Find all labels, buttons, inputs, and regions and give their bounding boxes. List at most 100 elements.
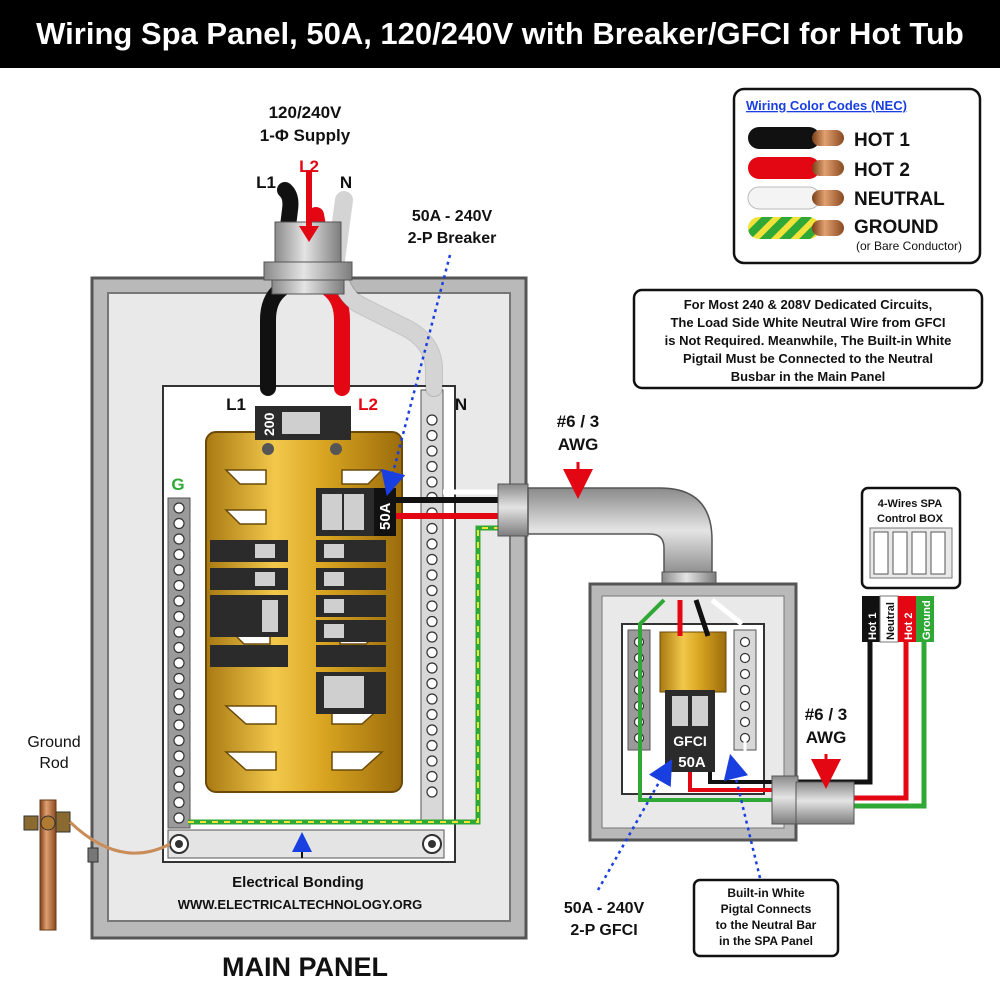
screw [173,796,185,809]
note: For Most 240 & 208V Dedicated Circuits, … [632,288,984,390]
page-title: Wiring Spa Panel, 50A, 120/240V with Bre… [36,16,964,51]
legend-ground-note: (or Bare Conductor) [856,239,962,253]
control-box-line2: Control BOX [877,513,944,525]
legend-label-ground: GROUND [854,217,938,238]
supply-l2-label: L2 [299,157,319,176]
main-breaker-rating: 200 [261,412,277,436]
breaker-callout-line1: 50A - 240V [412,208,493,225]
supply-n-label: N [340,173,352,192]
screw [426,445,438,457]
screw [426,677,438,690]
screw [426,553,438,566]
ground-rod [23,799,171,931]
screw [173,641,185,654]
note-line: The Load Side White Neutral Wire from GF… [670,315,945,330]
wire-tag-hot2: Hot 2 [903,613,915,641]
cable-top-size: #6 / 3 [557,412,600,431]
screw [173,626,185,638]
screw [426,615,438,628]
screw [739,684,751,696]
cable-right-size: #6 / 3 [805,705,848,724]
gfci-rating: 50A [678,754,706,771]
note-line: Busbar in the Main Panel [731,369,886,384]
screw [426,755,438,767]
note-line: is Not Required. Meanwhile, The Built-in… [665,333,952,348]
screw [173,672,185,685]
control-box-wire-tags [862,595,934,643]
screw [739,716,751,728]
supply-l1-label: L1 [256,173,276,192]
breaker-callout-arrow [381,254,452,497]
screw [426,429,438,442]
screw [426,739,438,752]
screw [426,646,438,659]
wire-tag-ground: Ground [921,600,933,640]
wire-tag-hot1: Hot 1 [867,613,879,641]
note-line: For Most 240 & 208V Dedicated Circuits, [684,297,933,312]
panel-l2-label: L2 [358,395,378,414]
screw [426,584,438,597]
legend-label-neutral: NEUTRAL [854,189,945,210]
screw [173,564,185,576]
main-panel: 50A 200 L1 L2 N G Electrical Bonding WWW [90,276,528,940]
breaker-callout-line2: 2-P Breaker [408,230,497,247]
note-line: Pigtail Must be Connected to the Neutral [683,351,933,366]
screw [173,812,185,824]
screw [173,533,185,545]
screw [426,786,438,798]
main-breaker [255,406,351,455]
screw [426,569,438,581]
screw [173,781,185,793]
screw [173,595,185,607]
title-bar: Wiring Spa Panel, 50A, 120/240V with Bre… [0,0,1000,68]
note-box [632,288,984,390]
pigtail-note-line: in the SPA Panel [719,934,813,948]
supply-voltage: 120/240V [269,103,342,122]
screw [739,700,751,712]
supply-phase: 1-Φ Supply [260,126,351,145]
bonding-bar [167,829,445,859]
screw [739,668,751,680]
legend-label-hot2: HOT 2 [854,160,910,181]
screw [426,662,438,674]
screw [173,734,185,747]
screw [426,414,438,426]
control-box-line1: 4-Wires SPA [878,498,943,510]
screw [426,600,438,612]
breaker-50a [316,488,396,536]
gfci-callout-arrow [596,759,673,891]
screw [173,719,185,731]
pigtail-note-line: Pigtal Connects [721,902,812,916]
screw [173,517,185,530]
connector-locknut [263,261,353,281]
screw [173,688,185,700]
output-wires [771,600,927,825]
cable-right-awg: AWG [806,728,847,747]
conduit [497,483,723,599]
pigtail-note-box [692,878,840,958]
panel-n-label: N [455,395,467,414]
branch-breakers [210,540,386,714]
screw [739,652,751,664]
legend-wire-neutral [747,186,844,210]
main-panel-label: MAIN PANEL [222,952,388,982]
screw [173,657,185,669]
gfci-callout-line1: 50A - 240V [564,900,645,917]
legend-title: Wiring Color Codes (NEC) [746,98,907,113]
screw [173,502,185,514]
screw [426,476,438,488]
gfci-breaker [665,690,715,772]
screw [173,750,185,762]
spa-bus [659,631,727,693]
legend-wire-hot2 [748,157,844,179]
pigtail-note-line: Built-in White [727,886,805,900]
screw [173,579,185,592]
gfci-callout-line2: 2-P GFCI [570,922,637,939]
ground-rod-line2: Rod [39,755,68,772]
screw [426,631,438,643]
supply-wires [260,170,443,397]
legend-wire-ground [748,217,844,239]
website-label: WWW.ELECTRICALTECHNOLOGY.ORG [178,897,423,912]
